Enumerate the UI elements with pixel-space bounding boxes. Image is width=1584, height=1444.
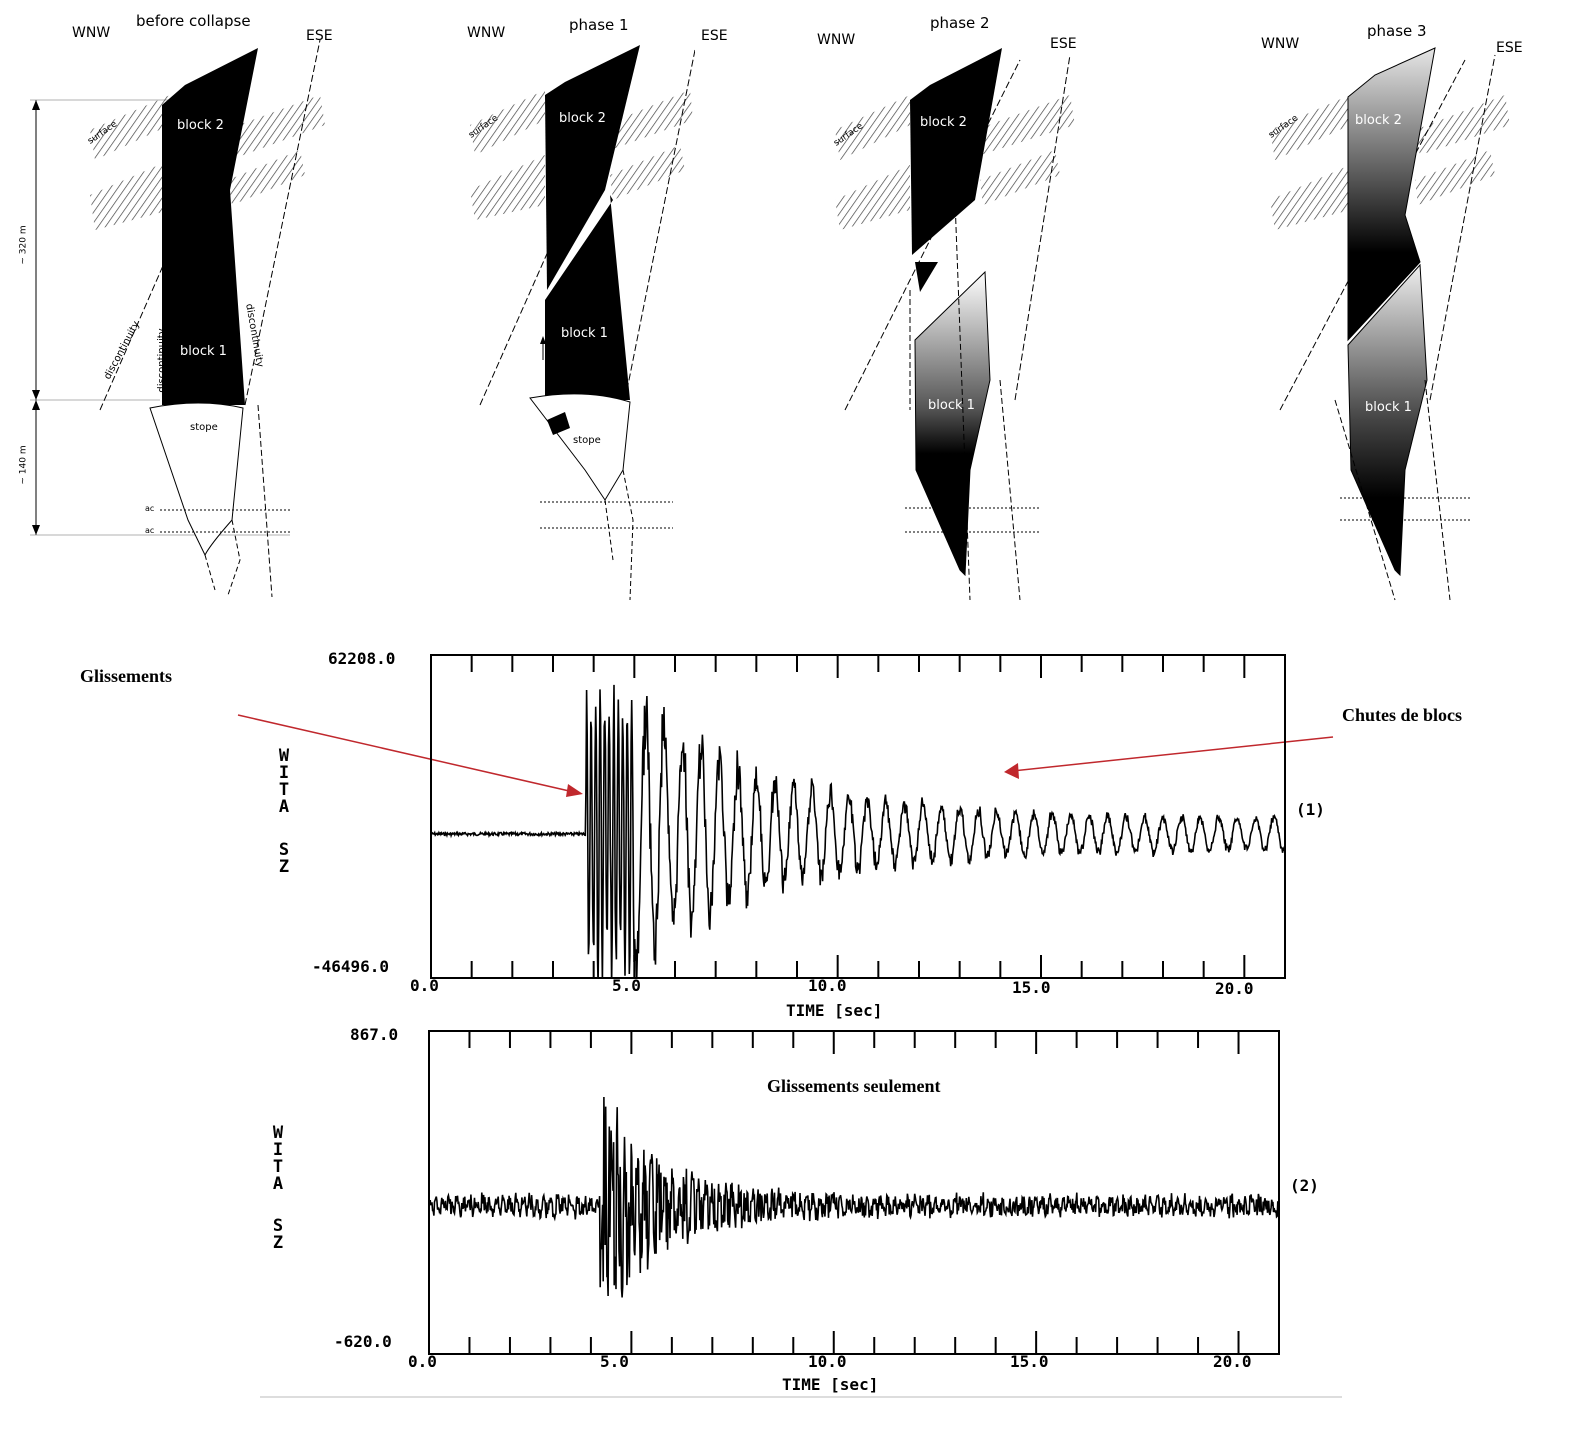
chutes-arrowhead (1004, 763, 1019, 779)
panel-title: phase 3 (1367, 22, 1427, 40)
xtick-label: 15.0 (1012, 978, 1051, 997)
seismogram-1-id: (1) (1296, 800, 1325, 819)
panel-title: phase 1 (569, 16, 629, 34)
glissements-annotation: Glissements (80, 666, 172, 686)
seismogram-2-ymax: 867.0 (350, 1025, 399, 1044)
seismogram-2-id: (2) (1290, 1176, 1319, 1195)
seismogram-1-plot (430, 654, 1286, 979)
ac-label-2: ac (145, 526, 155, 535)
seismogram-1-ymin: -46496.0 (312, 957, 390, 976)
xtick-label: 15.0 (1010, 1352, 1049, 1371)
panel-phase-1: phase 1 WNW ESE block 2 block 1 stope su… (455, 0, 728, 612)
seismogram-2-xlabel: TIME [sec] (782, 1375, 879, 1394)
xtick-label: 10.0 (808, 1352, 847, 1371)
wnw-label: WNW (72, 25, 111, 41)
seismic-trace (430, 684, 1286, 979)
xtick-label: 0.0 (410, 976, 439, 995)
block1-label: block 1 (561, 326, 608, 341)
xtick-label: 0.0 (408, 1352, 437, 1371)
block2-label: block 2 (1355, 113, 1402, 128)
seismogram-2-plot (428, 1030, 1280, 1355)
wnw-label: WNW (1261, 36, 1300, 52)
panel-title: before collapse (136, 12, 251, 30)
plot-frame (428, 1030, 1280, 1355)
block1-label: block 1 (928, 398, 975, 413)
block1-label: block 1 (180, 344, 227, 359)
wnw-label: WNW (467, 25, 506, 41)
ese-label: ESE (1496, 40, 1523, 56)
panel-phase-3-drawing (1270, 47, 1510, 601)
glissements-arrow (237, 714, 579, 794)
stope-label: stope (190, 422, 218, 433)
xtick-label: 10.0 (808, 976, 847, 995)
block2-label: block 2 (177, 118, 224, 133)
block2-label: block 2 (559, 111, 606, 126)
glissements-arrowhead (566, 784, 583, 797)
chutes-annotation: Chutes de blocs (1342, 705, 1463, 725)
stope-label: stope (573, 435, 601, 446)
panel-phase-1-drawing (470, 45, 695, 601)
seismogram-1-xlabel: TIME [sec] (786, 1001, 883, 1020)
panel-phase-2-drawing (835, 48, 1075, 601)
panel-phase-2: phase 2 WNW ESE block 2 block 1 surface (817, 0, 1100, 612)
block1-label: block 1 (1365, 400, 1412, 415)
ese-label: ESE (1050, 36, 1077, 52)
seismogram-1-ymax: 62208.0 (328, 649, 396, 668)
ac-label-1: ac (145, 504, 155, 513)
panel-title: phase 2 (930, 14, 990, 32)
chutes-arrow (1011, 736, 1334, 772)
xtick-label: 5.0 (600, 1352, 629, 1371)
block2-label: block 2 (920, 115, 967, 130)
xtick-label: 20.0 (1213, 1352, 1252, 1371)
panel-phase-3: phase 3 WNW ESE block 2 block 1 surface (1255, 0, 1545, 612)
wnw-label: WNW (817, 32, 856, 48)
xtick-label: 5.0 (612, 976, 641, 995)
panel-before-collapse: before collapse WNW ESE block 2 block 1 … (0, 0, 340, 612)
ese-label: ESE (306, 28, 333, 44)
seismogram-2-ymin: -620.0 (334, 1332, 392, 1351)
seismic-trace (428, 1096, 1280, 1298)
plot-frame (430, 654, 1286, 979)
ese-label: ESE (701, 28, 728, 44)
panel-before-collapse-drawing (30, 39, 325, 598)
xtick-label: 20.0 (1215, 979, 1254, 998)
glissements-seulement-annotation: Glissements seulement (767, 1076, 941, 1096)
